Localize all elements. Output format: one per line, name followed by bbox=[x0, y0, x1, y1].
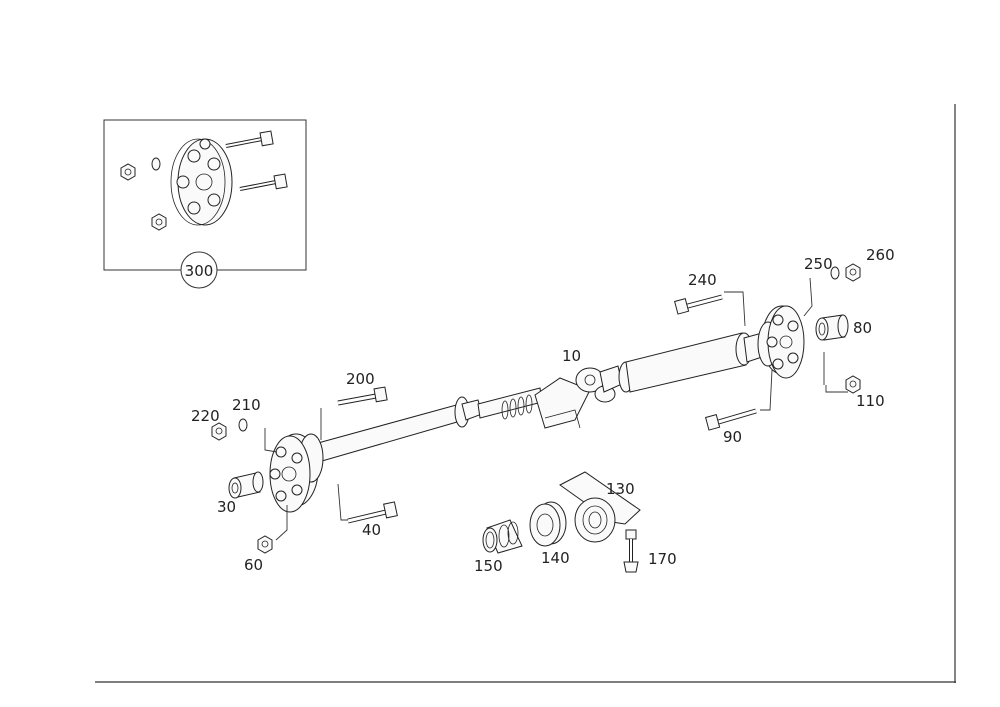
bolt-90 bbox=[705, 408, 757, 431]
callout-90: 90 bbox=[723, 428, 742, 446]
callout-150: 150 bbox=[474, 557, 503, 575]
nut-220 bbox=[211, 422, 227, 441]
callout-250: 250 bbox=[804, 255, 833, 273]
callout-140: 140 bbox=[541, 549, 570, 567]
bolt-40 bbox=[347, 501, 398, 524]
callout-300: 300 bbox=[185, 262, 214, 280]
inset-flex-disc-kit: 300 bbox=[103, 119, 307, 289]
bolt-240 bbox=[674, 294, 723, 315]
universal-joint bbox=[575, 365, 623, 403]
leader-lines bbox=[264, 277, 848, 541]
washer-210 bbox=[238, 418, 248, 432]
nut-60 bbox=[257, 535, 273, 554]
center-bearing-bracket-130 bbox=[559, 471, 641, 543]
callout-110: 110 bbox=[856, 392, 885, 410]
bushing-30 bbox=[228, 471, 264, 499]
propeller-shaft bbox=[273, 305, 803, 507]
bearing-ring-140 bbox=[529, 501, 567, 547]
inset-nut-bottom bbox=[151, 213, 167, 231]
bushing-80 bbox=[815, 314, 849, 341]
callout-200: 200 bbox=[346, 370, 375, 388]
callout-260: 260 bbox=[866, 246, 895, 264]
callout-170: 170 bbox=[648, 550, 677, 568]
nut-110 bbox=[845, 375, 861, 394]
screw-170 bbox=[623, 529, 639, 573]
bolt-200 bbox=[337, 386, 388, 406]
flex-disc-front bbox=[766, 305, 805, 379]
callout-80: 80 bbox=[853, 319, 872, 337]
flex-disc-rear bbox=[269, 435, 311, 513]
callout-300-circle bbox=[180, 251, 218, 289]
callout-210: 210 bbox=[232, 396, 261, 414]
callout-130: 130 bbox=[606, 480, 635, 498]
inset-bolt-lower bbox=[239, 173, 288, 191]
dust-boot-150 bbox=[482, 519, 523, 554]
callout-220: 220 bbox=[191, 407, 220, 425]
callout-10: 10 bbox=[562, 347, 581, 365]
nut-260 bbox=[845, 263, 861, 282]
callout-30: 30 bbox=[217, 498, 236, 516]
callout-240: 240 bbox=[688, 271, 717, 289]
washer-250 bbox=[830, 266, 840, 280]
inset-nut-left bbox=[120, 163, 136, 181]
inset-bolt-upper bbox=[225, 130, 274, 148]
inset-washer bbox=[151, 157, 161, 171]
callout-40: 40 bbox=[362, 521, 381, 539]
callout-60: 60 bbox=[244, 556, 263, 574]
